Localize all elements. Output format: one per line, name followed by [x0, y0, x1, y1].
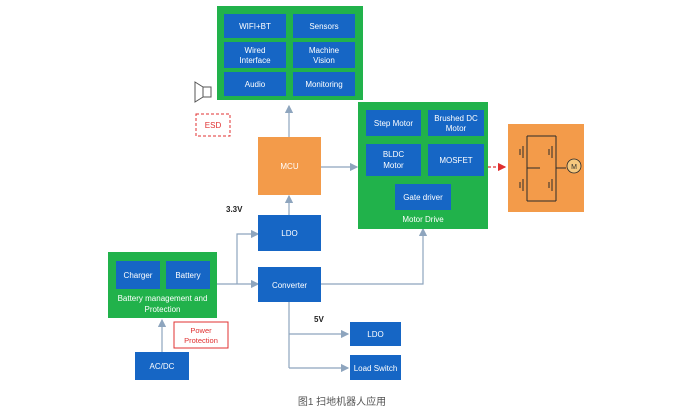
speaker-icon — [194, 81, 212, 103]
monitoring-label: Monitoring — [305, 80, 342, 89]
converter-to-motor-drive-arrow — [321, 227, 428, 285]
ldo-label-bottom: LDO — [367, 330, 383, 339]
mosfet-label: MOSFET — [439, 156, 472, 165]
bldc-motor-block — [366, 144, 421, 176]
power-protection-label-line1: Power — [190, 326, 212, 335]
acdc-block — [135, 352, 189, 380]
esd-label: ESD — [205, 121, 222, 130]
step-motor-label: Step Motor — [374, 119, 413, 128]
ldo-label-top: LDO — [281, 229, 297, 238]
battery-block — [166, 261, 210, 289]
mcu-label: MCU — [280, 162, 298, 171]
load-switch-block — [350, 355, 401, 380]
mosfet-block — [428, 144, 484, 176]
wired-interface-label-line1: Wired — [245, 46, 266, 55]
connections — [157, 104, 428, 373]
figure-caption: 图1 扫地机器人应用 — [298, 395, 386, 408]
wifi-bt-label: WIFI+BT — [239, 22, 271, 31]
h-bridge-block: M — [508, 124, 584, 212]
wired-interface-label-line2: Interface — [239, 56, 271, 65]
brushed-dc-motor-label-line1: Brushed DC — [434, 114, 478, 123]
ldo-block-top — [258, 215, 321, 251]
bldc-motor-label-line2: Motor — [383, 161, 404, 170]
voltage-5v-label: 5V — [314, 315, 324, 324]
converter-block — [258, 267, 321, 302]
battery-label: Battery — [175, 271, 200, 280]
brushed-dc-motor-label-line2: Motor — [446, 124, 467, 133]
motor-drive-group: Step Motor Brushed DC Motor BLDC Motor M… — [358, 102, 488, 229]
acdc-label: AC/DC — [150, 362, 175, 371]
ldo-block-bottom — [350, 322, 401, 346]
sensors-block — [293, 14, 355, 38]
motor-drive-label: Motor Drive — [402, 215, 444, 224]
converter-label: Converter — [272, 281, 307, 290]
gate-driver-label: Gate driver — [403, 193, 443, 202]
voltage-3v3-label: 3.3V — [226, 205, 243, 214]
h-bridge-icon — [519, 135, 566, 202]
peripherals-group: WIFI+BT Sensors Wired Interface Machine … — [217, 6, 363, 100]
machine-vision-label-line1: Machine — [309, 46, 340, 55]
bms-to-ldo-arrow — [236, 229, 260, 284]
mcu-block — [258, 137, 321, 195]
brushed-dc-motor-block — [428, 110, 484, 136]
audio-block — [224, 72, 286, 96]
esd-block: ESD — [195, 113, 231, 137]
wired-interface-block — [224, 42, 286, 68]
bldc-motor-label-line1: BLDC — [383, 150, 405, 159]
machine-vision-label-line2: Vision — [313, 56, 335, 65]
monitoring-block — [293, 72, 355, 96]
step-motor-block — [366, 110, 421, 136]
power-protection-label-line2: Protection — [184, 336, 218, 345]
battery-management-group: Charger Battery Battery management and P… — [108, 252, 217, 318]
audio-label: Audio — [245, 80, 266, 89]
battery-management-label-line2: Protection — [144, 305, 180, 314]
motor-label: M — [571, 164, 577, 171]
battery-management-label-line1: Battery management and — [118, 294, 208, 303]
load-switch-label: Load Switch — [354, 364, 398, 373]
sensors-label: Sensors — [309, 22, 338, 31]
gate-driver-block — [395, 184, 451, 210]
machine-vision-block — [293, 42, 355, 68]
motor-icon — [566, 158, 582, 174]
power-protection-block: Power Protection — [173, 321, 229, 349]
charger-block — [116, 261, 160, 289]
charger-label: Charger — [124, 271, 153, 280]
wifi-bt-block — [224, 14, 286, 38]
